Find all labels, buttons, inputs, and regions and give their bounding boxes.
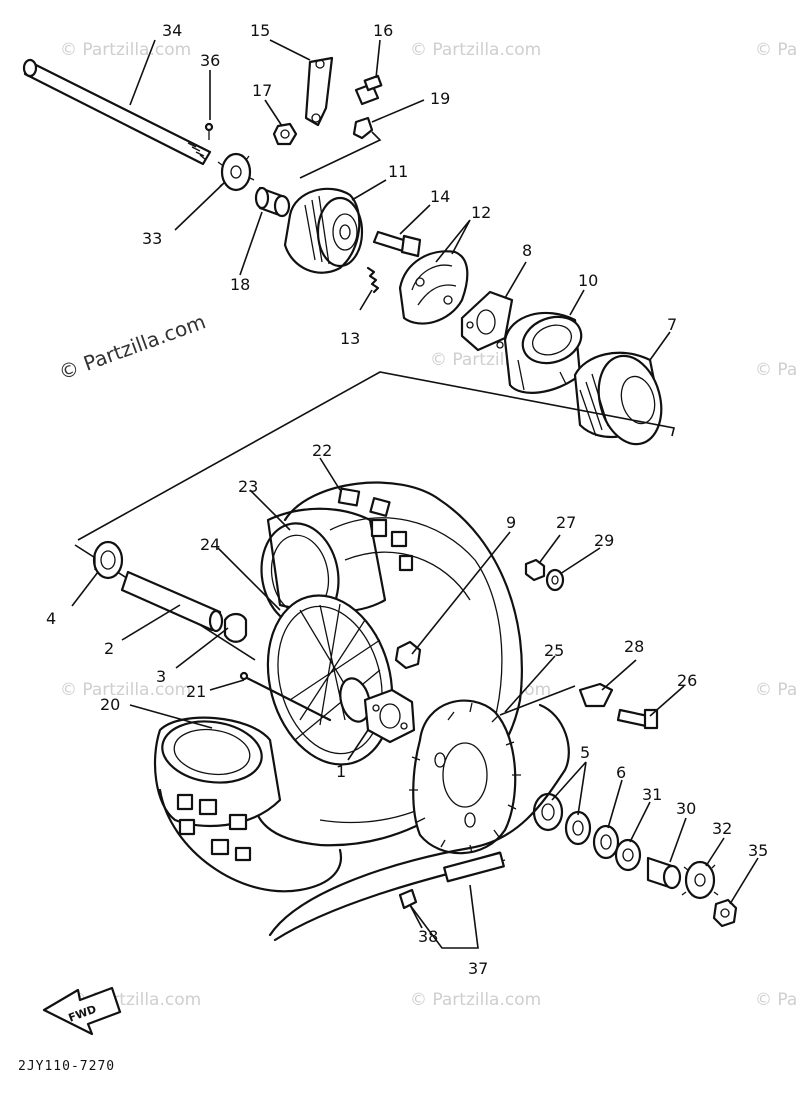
watermark: © Partzilla.com <box>755 990 796 1010</box>
part-tire-front <box>153 716 343 893</box>
part-nut-17 <box>272 122 298 146</box>
part-number-label: 1 <box>336 762 346 781</box>
part-bearing-5b <box>564 810 592 846</box>
part-number-label: 28 <box>624 637 644 656</box>
part-bolt-26 <box>616 708 659 730</box>
part-number-label: 30 <box>676 799 696 818</box>
diagram-code: 2JY110-7270 <box>18 1059 115 1074</box>
part-seal-6 <box>592 824 620 860</box>
part-brake-drum <box>573 351 663 446</box>
part-nut-27 <box>524 558 546 582</box>
part-collar-3 <box>223 612 248 643</box>
part-number-label: 32 <box>712 819 732 838</box>
part-number-label: 18 <box>230 275 250 294</box>
part-number-label: 13 <box>340 329 360 348</box>
part-nut-9 <box>394 640 422 670</box>
watermark: © Partzilla.com <box>755 40 796 60</box>
part-brake-shoes <box>398 250 469 325</box>
leader-lines <box>71 39 759 949</box>
part-wheel-hub <box>266 594 394 766</box>
part-number-label: 24 <box>200 535 220 554</box>
part-number-label: 31 <box>642 785 662 804</box>
part-number-label: 27 <box>556 513 576 532</box>
part-number-label: 5 <box>580 743 590 762</box>
part-number-label: 37 <box>468 959 488 978</box>
part-washer-29 <box>545 568 565 592</box>
watermark: © Partzilla.com <box>410 990 541 1010</box>
part-number-label: 33 <box>142 229 162 248</box>
part-number-label: 4 <box>46 609 56 628</box>
part-axle <box>22 58 212 166</box>
part-indicator-19 <box>352 116 374 140</box>
part-cotter-pin <box>204 122 214 140</box>
part-sprocket <box>409 699 521 855</box>
part-collar-18 <box>254 186 291 218</box>
part-nut-35 <box>712 898 738 928</box>
part-number-label: 35 <box>748 841 768 860</box>
part-number-label: 11 <box>388 162 408 181</box>
fwd-arrow: FWD <box>42 986 122 1036</box>
part-number-label: 6 <box>616 763 626 782</box>
part-number-label: 12 <box>471 203 491 222</box>
part-number-label: 17 <box>252 81 272 100</box>
watermark: © Partzilla.com <box>60 40 191 60</box>
part-number-label: 2 <box>104 639 114 658</box>
part-number-label: 34 <box>162 21 182 40</box>
part-collar-30 <box>646 856 682 890</box>
watermark: © Partzilla.com <box>410 40 541 60</box>
bracket-line <box>299 131 382 179</box>
part-number-label: 19 <box>430 89 450 108</box>
part-number-label: 29 <box>594 531 614 550</box>
part-number-label: 7 <box>667 315 677 334</box>
watermark: © Partzilla.com <box>60 680 191 700</box>
part-drive-chain <box>268 703 570 942</box>
part-number-label: 25 <box>544 641 564 660</box>
part-bearing-4 <box>92 540 124 580</box>
part-chain-puller <box>578 682 614 708</box>
part-number-label: 36 <box>200 51 220 70</box>
watermark: © Partzilla.com <box>755 360 796 380</box>
part-number-label: 21 <box>186 682 206 701</box>
part-number-label: 10 <box>578 271 598 290</box>
part-hub-sleeve <box>503 311 583 394</box>
part-collar-33 <box>217 152 255 192</box>
watermark: © Partzilla.com <box>755 680 796 700</box>
part-number-label: 22 <box>312 441 332 460</box>
part-spacer-31 <box>614 838 642 872</box>
part-spring <box>366 266 380 294</box>
part-number-label: 20 <box>100 695 120 714</box>
part-spacer <box>120 570 224 633</box>
part-number-label: 8 <box>522 241 532 260</box>
part-number-label: 38 <box>418 927 438 946</box>
part-number-label: 26 <box>677 671 697 690</box>
assembly-line <box>77 371 675 541</box>
part-cam-lever <box>304 56 334 127</box>
watermark-prominent: © Partzilla.com <box>56 309 209 384</box>
part-plate-32 <box>681 860 719 900</box>
part-number-label: 14 <box>430 187 450 206</box>
part-brake-panel <box>283 187 364 274</box>
part-bolt-16 <box>354 74 383 106</box>
assembly-line <box>499 685 576 716</box>
part-bearing-5a <box>532 792 564 832</box>
part-number-label: 15 <box>250 21 270 40</box>
part-bolt-14 <box>372 230 422 258</box>
part-chain-joint <box>398 888 418 910</box>
part-number-label: 3 <box>156 667 166 686</box>
part-number-label: 23 <box>238 477 258 496</box>
part-spoke-21 <box>239 671 332 722</box>
part-number-labels: 34 36 15 16 17 19 11 14 12 8 10 7 13 18 … <box>46 21 768 978</box>
part-number-label: 16 <box>373 21 393 40</box>
part-number-label: 9 <box>506 513 516 532</box>
